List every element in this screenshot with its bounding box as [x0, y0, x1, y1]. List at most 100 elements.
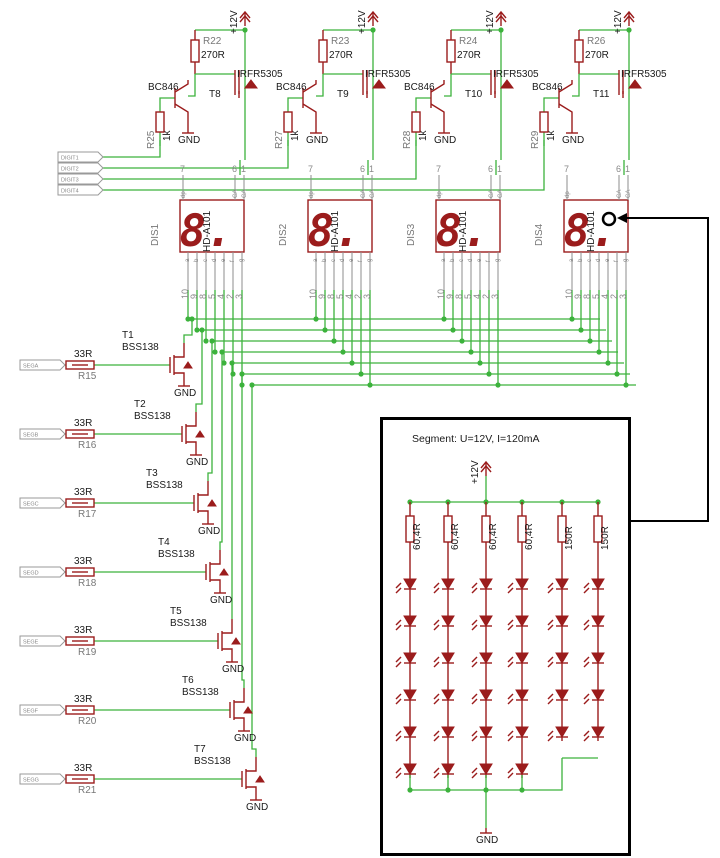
led-ray	[395, 772, 402, 779]
led-ray	[507, 661, 514, 668]
junction-dot	[239, 371, 245, 377]
port-label: DIGIT3	[61, 178, 79, 184]
body-diode	[372, 79, 386, 89]
detail-res-value: 150R	[600, 526, 611, 550]
body-diode	[628, 79, 642, 89]
led-ray	[433, 698, 440, 705]
resistor-body	[283, 111, 293, 133]
junction-dot	[340, 349, 346, 355]
pin-number: 2	[609, 294, 619, 299]
pmos-ref: T10	[465, 89, 483, 100]
pin-number: 5	[335, 294, 345, 299]
pin-name: a	[313, 258, 319, 262]
port-flag	[19, 497, 66, 509]
resistor-body	[318, 39, 328, 63]
npn-collector	[558, 80, 573, 93]
pin-name: b	[450, 258, 456, 262]
display-body	[179, 199, 245, 253]
detail-title: Segment: U=12V, I=120mA	[412, 433, 539, 445]
led-ray	[395, 656, 402, 663]
led-icon	[591, 615, 605, 627]
led-ray	[507, 693, 514, 700]
junction-dot	[519, 787, 525, 793]
fet-part: BSS138	[182, 687, 219, 698]
fet-part: BSS138	[146, 480, 183, 491]
port-label: DIGIT2	[61, 167, 79, 173]
led-ray	[547, 587, 554, 594]
port-label: SEGB	[23, 433, 39, 439]
digit-wire	[100, 140, 289, 169]
led-ray	[583, 582, 590, 589]
display-ref: DIS3	[406, 223, 417, 246]
led-ray	[547, 624, 554, 631]
drain-wire	[195, 330, 203, 412]
drain-wire	[251, 385, 257, 757]
led-ray	[507, 619, 514, 626]
callout-circle	[601, 211, 617, 227]
pin-number: 3	[234, 294, 244, 299]
junction-dot	[209, 338, 215, 344]
led-ray	[547, 735, 554, 742]
led-icon	[591, 578, 605, 590]
pin-number: 1	[369, 164, 374, 174]
pmos-part: IRFR5305	[621, 69, 667, 80]
led-ray	[471, 587, 478, 594]
pin-number: 10	[564, 289, 574, 299]
vcc-label: +12V	[613, 10, 624, 34]
led-ray	[547, 661, 554, 668]
npn-part: BC846	[148, 82, 179, 93]
callout-arrowhead	[617, 213, 627, 223]
pin-number: 8	[198, 294, 208, 299]
gnd-label: GND	[434, 135, 456, 146]
pin-number: 9	[445, 294, 455, 299]
pin-name: b	[322, 258, 328, 262]
pin-name: CA	[370, 190, 376, 198]
npn-part: BC846	[276, 82, 307, 93]
port-label: SEGE	[23, 640, 39, 646]
npn-collector	[302, 80, 317, 93]
led-icon	[403, 689, 417, 701]
resistor-body	[65, 360, 95, 370]
led-icon	[403, 615, 417, 627]
nmos-drain	[174, 343, 185, 358]
led-icon	[591, 689, 605, 701]
resistor-value: 270R	[585, 50, 609, 61]
led-icon	[441, 726, 455, 738]
led-ray	[507, 698, 514, 705]
port-flag	[57, 184, 104, 196]
res-ref: R18	[78, 578, 97, 589]
led-ray	[471, 693, 478, 700]
port-flag	[19, 566, 66, 578]
resistor-ref: R24	[459, 36, 478, 47]
nmos-source	[246, 786, 257, 795]
callout-arrow	[601, 211, 709, 522]
led-ray	[583, 656, 590, 663]
led-ray	[395, 767, 402, 774]
led-icon	[591, 652, 605, 664]
fet-ref: T7	[194, 744, 206, 755]
led-ray	[471, 582, 478, 589]
base-res-ref: R29	[530, 130, 541, 149]
res-value: 33R	[74, 418, 92, 429]
collector-wire	[444, 74, 452, 97]
fet-ref: T5	[170, 606, 182, 617]
led-ray	[433, 767, 440, 774]
led-icon	[441, 578, 455, 590]
body-diode	[231, 637, 241, 645]
detail-res-value: 60,4R	[524, 523, 535, 550]
led-ray	[583, 693, 590, 700]
port-flag	[19, 635, 66, 647]
pin-name: a	[441, 258, 447, 262]
led-ray	[583, 730, 590, 737]
pin-name: a	[185, 258, 191, 262]
led-ray	[433, 772, 440, 779]
base-res-ref: R27	[274, 130, 285, 149]
res-value: 33R	[74, 625, 92, 636]
led-ray	[471, 624, 478, 631]
resistor-ref: R22	[203, 36, 222, 47]
nmos-drain	[210, 550, 221, 565]
pin-name: e	[349, 258, 355, 262]
pin-name: CA	[361, 190, 367, 198]
resistor-body	[155, 111, 165, 133]
